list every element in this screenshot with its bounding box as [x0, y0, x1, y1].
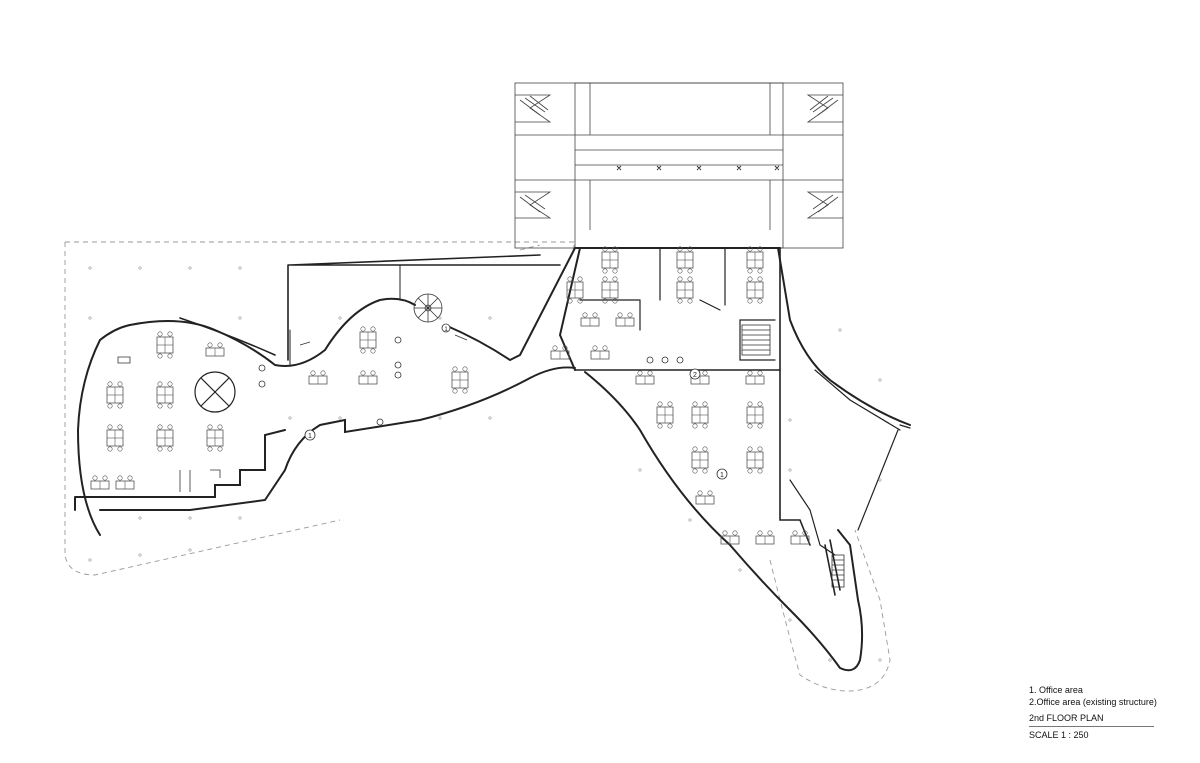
room-marker-north-label: 1	[444, 327, 448, 333]
room-marker-east-existing-label: 2	[693, 372, 697, 379]
room-marker-east-label: 1	[720, 472, 724, 479]
west-workstations	[90, 326, 610, 490]
straight-staircase	[741, 324, 845, 588]
legend-item-office-area-existing: 2.Office area (existing structure)	[1029, 697, 1157, 707]
room-marker-west-label: 1	[308, 433, 312, 440]
scale-label: SCALE 1 : 250	[1029, 730, 1089, 740]
legend-item-office-area: 1. Office area	[1029, 685, 1083, 695]
room-marker-east-existing	[689, 368, 701, 380]
legend: 1. Office area 2.Office area (existing s…	[1029, 684, 1157, 741]
column-markers	[616, 165, 780, 171]
site-boundary-dashed	[64, 241, 891, 692]
spiral-staircase	[413, 293, 443, 323]
grid-dots	[88, 266, 882, 662]
fixtures	[117, 334, 684, 492]
east-wing-walls	[574, 247, 911, 672]
room-marker-east	[716, 468, 728, 480]
room-markers: 1 2 1 1	[304, 323, 728, 480]
atrium-void	[194, 371, 236, 413]
plan-title: 2nd FLOOR PLAN	[1029, 712, 1154, 727]
existing-structure	[514, 82, 844, 249]
room-marker-north	[441, 323, 451, 333]
building-walls	[74, 247, 582, 536]
room-marker-west	[304, 429, 316, 441]
